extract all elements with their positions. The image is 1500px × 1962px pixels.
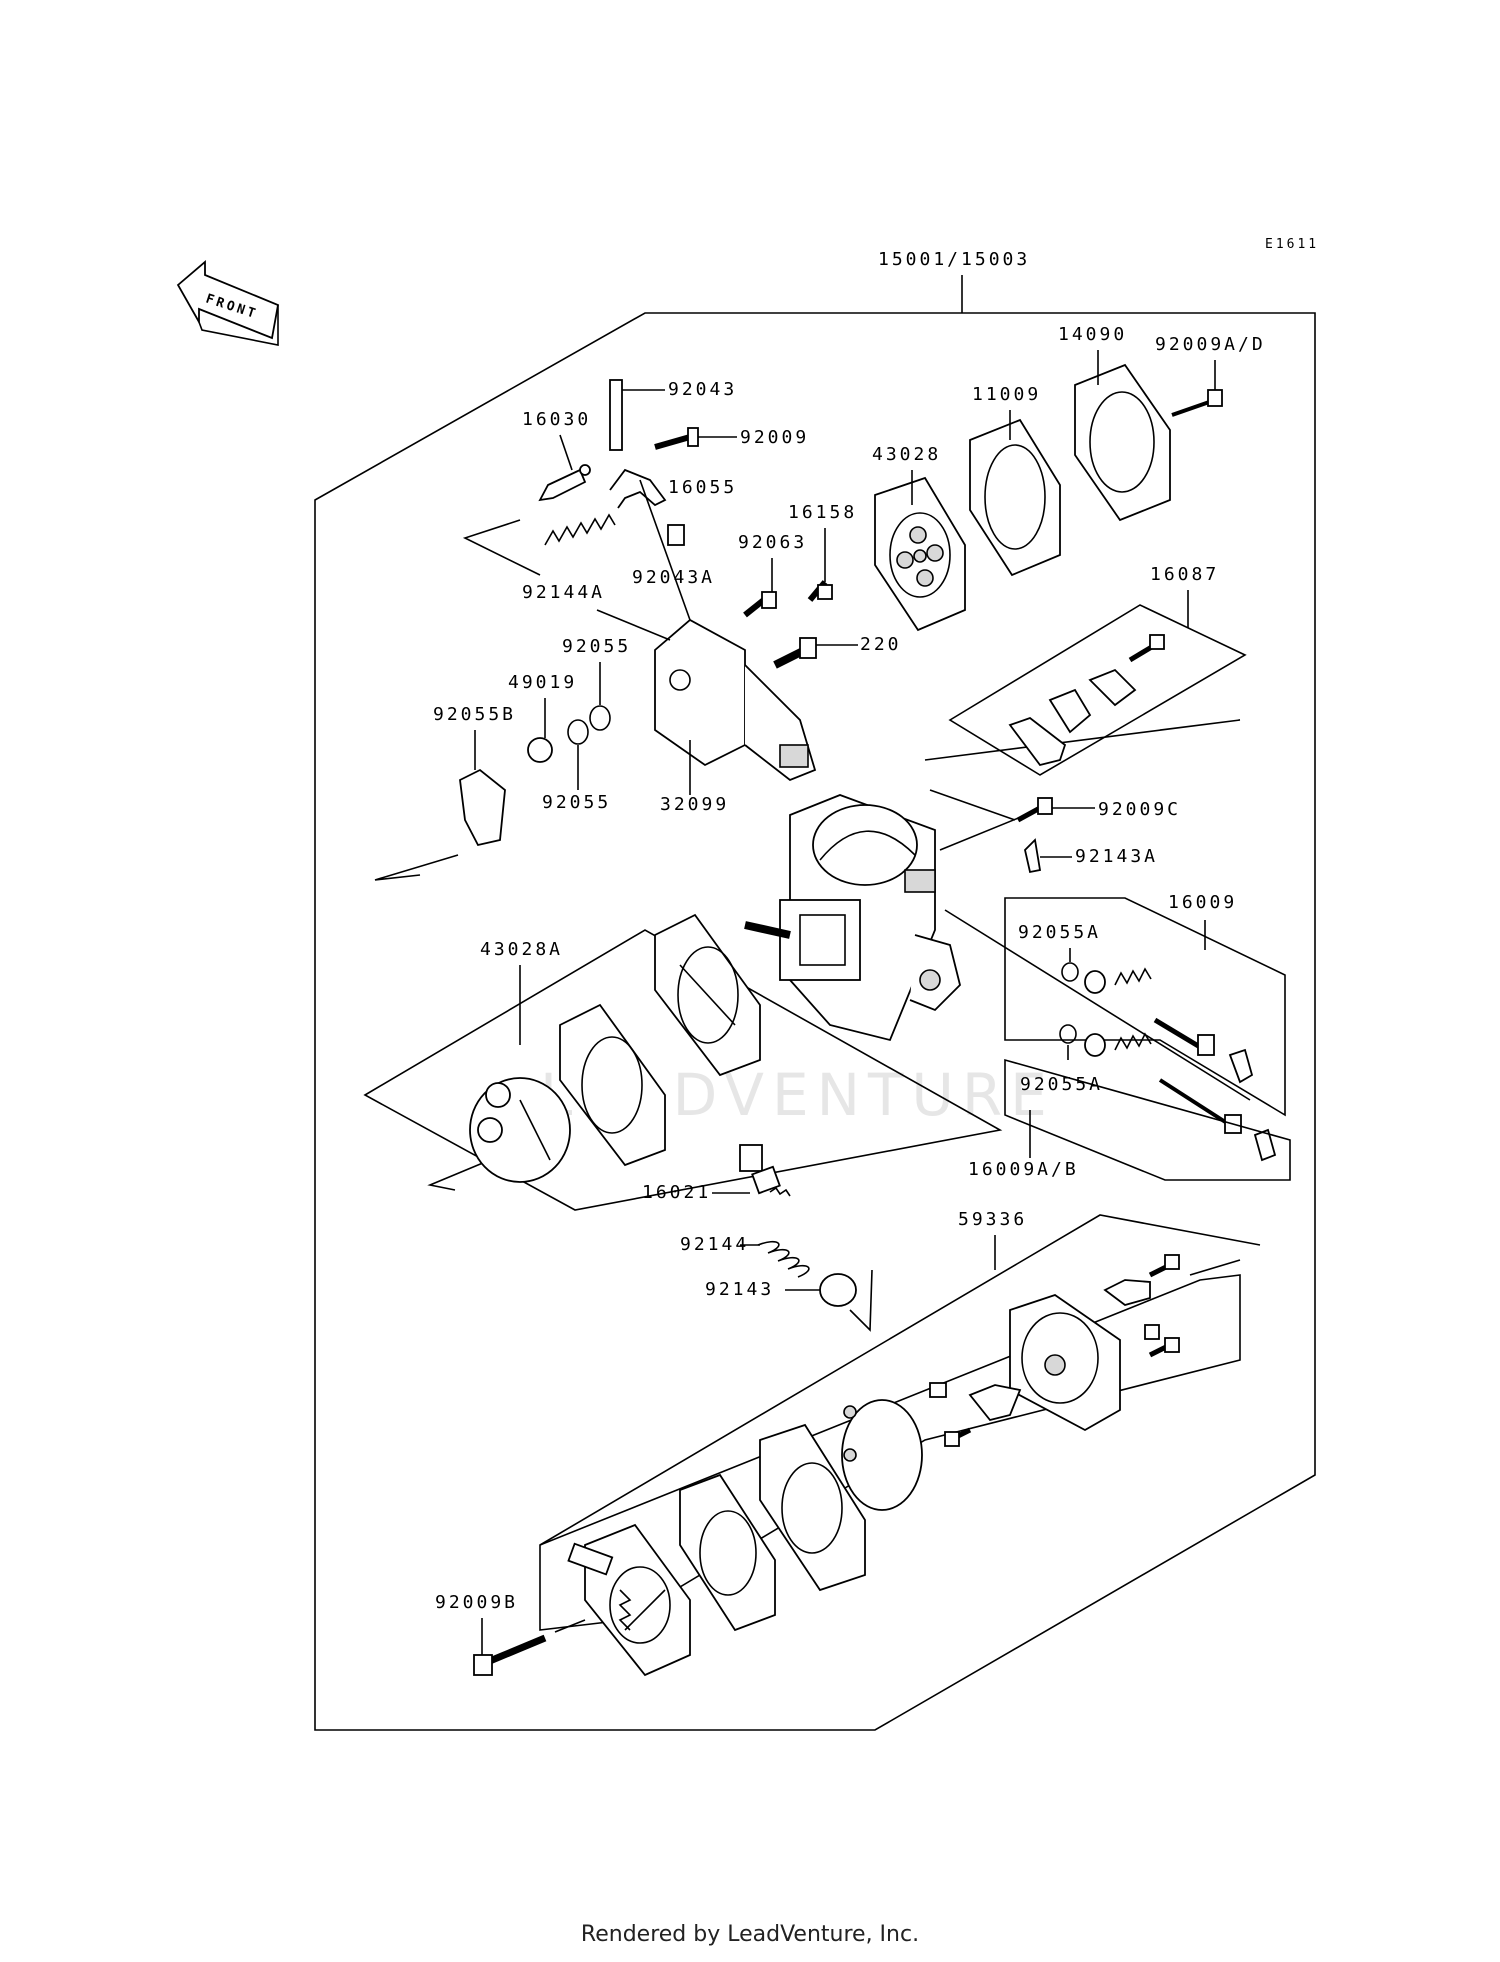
label-92043: 92043 [668, 379, 737, 400]
label-49019: 49019 [508, 672, 577, 693]
valve-16021 [739, 1144, 791, 1197]
label-92063: 92063 [738, 532, 807, 553]
oring-92055-upper [589, 705, 611, 731]
front-arrow-icon: FRONT [176, 260, 280, 346]
spring-92043a [667, 524, 685, 546]
screw-92009 [654, 427, 699, 450]
lever-16055 [609, 468, 667, 509]
clip-92055b [459, 768, 506, 847]
pump-cover-59336 [1009, 1254, 1180, 1432]
label-220: 220 [860, 634, 902, 655]
label-32099: 32099 [660, 794, 729, 815]
gasket-59336-b [679, 1473, 776, 1632]
label-92143a: 92143A [1075, 846, 1158, 867]
label-92009c: 92009C [1098, 799, 1181, 820]
label-59336: 59336 [958, 1209, 1027, 1230]
label-16055: 16055 [668, 477, 737, 498]
needle-16009ab [1084, 1032, 1277, 1162]
oring-92055a-lower [1059, 1024, 1077, 1044]
pump-body-59336 [567, 1523, 691, 1677]
label-92009ad: 92009A/D [1155, 334, 1266, 355]
label-92055-upper: 92055 [562, 636, 631, 657]
check-valve-59336 [929, 1382, 1022, 1447]
bracket-92143a [1024, 838, 1042, 874]
cover-plate-14090 [1074, 363, 1171, 522]
label-92055a-lower: 92055A [1020, 1074, 1103, 1095]
carburetor-body [744, 794, 961, 1042]
label-92143: 92143 [705, 1279, 774, 1300]
assembly-outline [314, 312, 1316, 1731]
gasket-59336-a [759, 1423, 866, 1592]
gasket-43028a-mid [559, 1003, 666, 1167]
needle-16009 [1084, 967, 1254, 1084]
needle-16030 [538, 464, 591, 502]
spring-92144 [757, 1240, 810, 1278]
fitting-49019 [527, 737, 553, 763]
label-92055-lower: 92055 [542, 792, 611, 813]
gasket-11009 [969, 418, 1061, 577]
label-16009: 16009 [1168, 892, 1237, 913]
label-11009: 11009 [972, 384, 1041, 405]
spring-92144a [544, 513, 616, 546]
label-43028: 43028 [872, 444, 941, 465]
valve-16087 [1008, 668, 1137, 767]
label-92144a: 92144A [522, 582, 605, 603]
label-92144: 92144 [680, 1234, 749, 1255]
screw-16158 [807, 580, 833, 602]
label-16009ab: 16009A/B [968, 1159, 1079, 1180]
diaphragm-43028 [874, 476, 966, 632]
oring-92055a-upper [1061, 962, 1079, 982]
footer-credit: Rendered by LeadVenture, Inc. [580, 1922, 920, 1947]
screw-16087 [1128, 634, 1165, 663]
label-92009: 92009 [740, 427, 809, 448]
label-16021: 16021 [642, 1182, 711, 1203]
screw-220 [773, 637, 817, 669]
label-92055a-upper: 92055A [1018, 922, 1101, 943]
oring-92055-lower [567, 719, 589, 745]
label-43028a: 43028A [480, 939, 563, 960]
label-16158: 16158 [788, 502, 857, 523]
label-92055b: 92055B [433, 704, 516, 725]
screw-92063 [743, 591, 777, 618]
kit-16009-outline [1004, 897, 1286, 1117]
gasket-43028a-rear [654, 913, 761, 1077]
label-92009b: 92009B [435, 1592, 518, 1613]
screw-92009ad [1171, 389, 1223, 417]
label-16030: 16030 [522, 409, 591, 430]
label-14090: 14090 [1058, 324, 1127, 345]
label-92043a: 92043A [632, 567, 715, 588]
valve-92143 [819, 1273, 857, 1307]
kit-16087-outline [948, 604, 1247, 776]
screw-92009b [473, 1634, 547, 1676]
assembly-label: 15001/15003 [878, 249, 1030, 270]
label-16087: 16087 [1150, 564, 1219, 585]
diaphragm-59336 [841, 1399, 923, 1511]
pin-92043 [609, 379, 623, 451]
diaphragm-43028a [469, 1077, 571, 1183]
cover-32099 [654, 618, 817, 782]
diagram-code: E1611 [1265, 237, 1319, 252]
kit-16009ab-outline [1004, 1058, 1291, 1181]
